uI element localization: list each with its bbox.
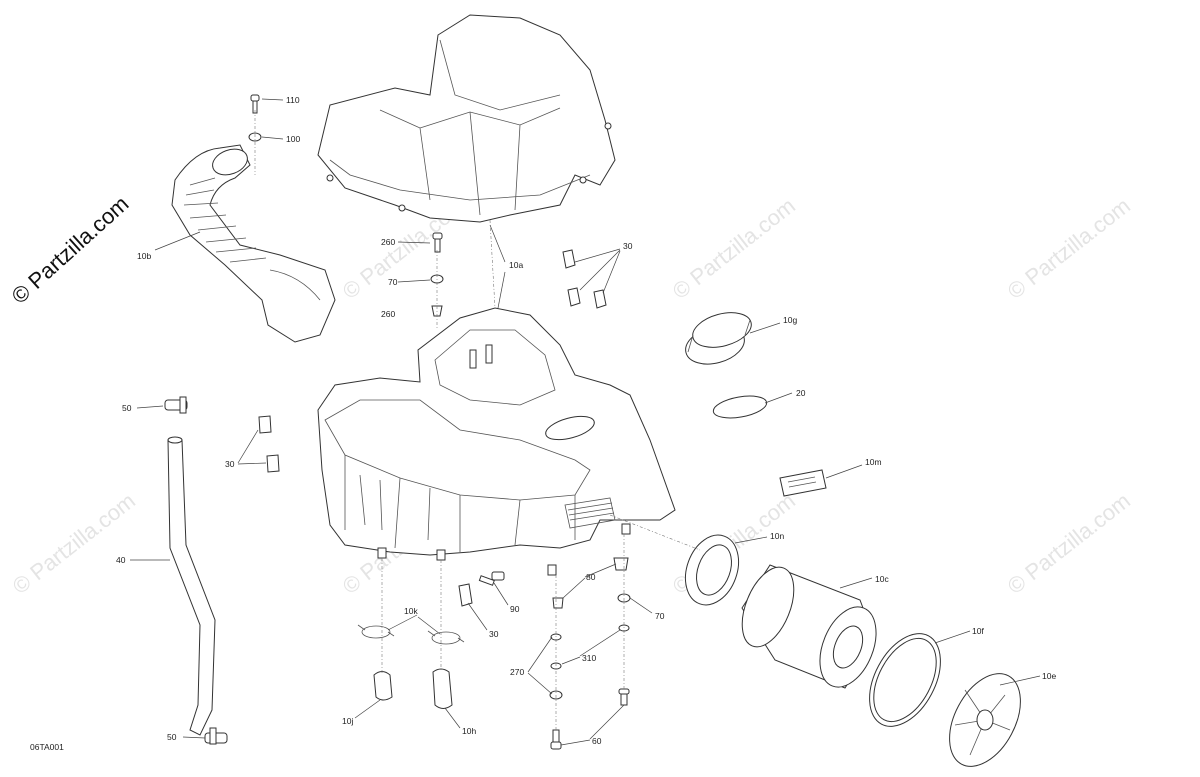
callout-270: 270 (510, 667, 524, 677)
callout-10g: 10g (783, 315, 797, 325)
label-10m-part (779, 469, 827, 497)
callout-10m: 10m (865, 457, 882, 467)
callout-20: 20 (796, 388, 806, 398)
callout-10b: 10b (137, 251, 151, 261)
callout-30: 30 (225, 459, 235, 469)
callout-labels: 110 100 10b 260 70 260 10a 30 10g 20 50 … (116, 95, 1056, 746)
callout-40: 40 (116, 555, 126, 565)
seal-10f-part (869, 633, 941, 727)
callout-10h: 10h (462, 726, 476, 736)
callout-260: 260 (381, 309, 395, 319)
callout-30: 30 (489, 629, 499, 639)
leader-lines (130, 98, 1041, 746)
callout-260: 260 (381, 237, 395, 247)
clamp-50-bottom-part (204, 727, 228, 745)
filter-10c-part (741, 564, 877, 689)
callout-110: 110 (286, 95, 300, 105)
drain-hose-40-part (167, 436, 216, 736)
figure-reference: 06TA001 (30, 742, 64, 752)
centerlines (254, 110, 701, 730)
airbox-base-part (317, 307, 676, 576)
callout-70: 70 (388, 277, 398, 287)
plug-10h-part (432, 668, 453, 709)
coupler-10g-part (685, 312, 752, 365)
screw-110-part (250, 94, 260, 114)
callout-10a: 10a (509, 260, 523, 270)
clamp-10k-part (357, 624, 465, 645)
callout-10k: 10k (404, 606, 418, 616)
callout-50: 50 (167, 732, 177, 742)
callout-10c: 10c (875, 574, 889, 584)
callout-80: 80 (586, 572, 596, 582)
callout-100: 100 (286, 134, 300, 144)
clamp-20-part (712, 395, 768, 419)
clip-30-bottom-part (458, 583, 473, 607)
clips-30-part (562, 249, 607, 309)
callout-60: 60 (592, 736, 602, 746)
brand-logo-text: © Partzilla.com (7, 191, 134, 309)
watermark: © Partzilla.com (1003, 193, 1135, 304)
callout-10j: 10j (342, 716, 353, 726)
callout-50: 50 (122, 403, 132, 413)
cover-10e-part (949, 673, 1021, 767)
screw-90-part (478, 571, 505, 586)
callout-10e: 10e (1042, 671, 1056, 681)
clips-30-left-part (258, 415, 280, 473)
screw-260-part (432, 232, 443, 253)
grommet-80-part (552, 557, 629, 609)
callout-310: 310 (582, 653, 596, 663)
callout-10f: 10f (972, 626, 984, 636)
watermark: © Partzilla.com (8, 488, 140, 599)
intake-hose-part (171, 144, 336, 343)
seal-10n-part (684, 534, 740, 606)
airbox-cover-part (317, 14, 616, 223)
callout-70: 70 (655, 611, 665, 621)
callout-30: 30 (623, 241, 633, 251)
clamp-50-top-part (164, 396, 188, 414)
watermark: © Partzilla.com (1003, 488, 1135, 599)
callout-90: 90 (510, 604, 520, 614)
watermark: © Partzilla.com (668, 193, 800, 304)
plug-10j-part (373, 671, 393, 701)
callout-10n: 10n (770, 531, 784, 541)
